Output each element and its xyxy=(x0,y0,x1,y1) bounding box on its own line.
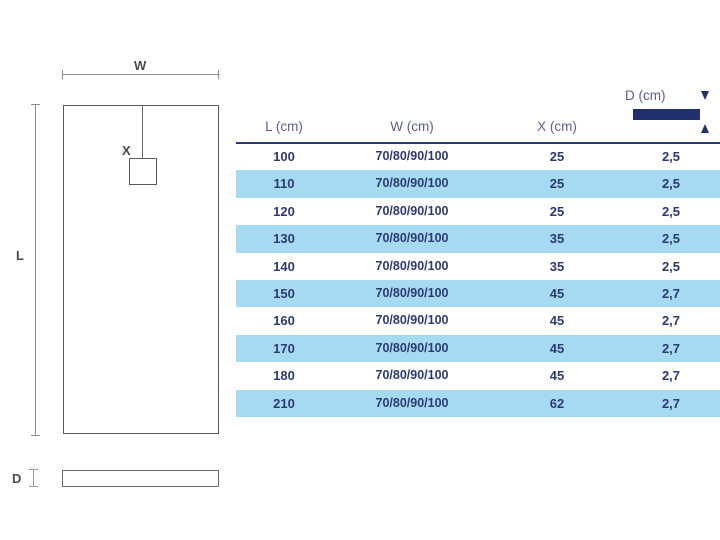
cell-width: 70/80/90/100 xyxy=(332,225,492,253)
cell-length: 150 xyxy=(236,280,332,308)
cell-width: 70/80/90/100 xyxy=(375,313,449,328)
cell-length: 170 xyxy=(236,334,332,363)
cell-drain-offset: 62 xyxy=(492,389,622,418)
column-header-drain-offset: X (cm) xyxy=(537,119,577,134)
depth-dimension-tick-bottom xyxy=(29,486,38,487)
cell-drain-offset: 25 xyxy=(549,149,565,164)
drain-leader-line xyxy=(142,106,144,172)
table-row: 100 70/80/90/100 25 2,5 xyxy=(236,143,720,170)
depth-dimension-tick-top xyxy=(29,469,38,470)
table-header-row: L (cm) W (cm) X (cm) xyxy=(236,108,720,143)
depth-thickness-bar xyxy=(633,109,700,120)
cell-width: 70/80/90/100 xyxy=(375,203,449,218)
cell-length: 210 xyxy=(236,389,332,418)
shower-tray-side-profile xyxy=(62,470,219,487)
arrow-up-icon xyxy=(701,124,709,133)
cell-drain-offset: 45 xyxy=(492,334,622,363)
column-header-length: L (cm) xyxy=(265,119,303,134)
length-dimension-line xyxy=(35,104,36,436)
cell-length: 120 xyxy=(273,203,295,219)
arrow-down-icon xyxy=(701,91,709,100)
cell-depth: 2,7 xyxy=(622,280,720,308)
cell-drain-offset: 35 xyxy=(492,225,622,253)
width-dimension-tick-left xyxy=(62,70,63,79)
width-dimension-tick-right xyxy=(218,70,219,79)
cell-depth: 2,5 xyxy=(622,225,720,253)
cell-depth: 2,7 xyxy=(622,389,720,418)
table-row: 180 70/80/90/100 45 2,7 xyxy=(236,362,720,389)
cell-drain-offset: 45 xyxy=(549,313,565,329)
cell-drain-offset: 45 xyxy=(492,280,622,308)
depth-dimension-label: D xyxy=(12,471,22,486)
cell-depth: 2,5 xyxy=(661,203,681,219)
cell-drain-offset: 35 xyxy=(549,258,565,274)
cell-width: 70/80/90/100 xyxy=(332,334,492,363)
cell-depth: 2,5 xyxy=(661,149,681,164)
table-header-rule xyxy=(236,142,720,144)
cell-length: 100 xyxy=(273,149,295,164)
cell-depth: 2,5 xyxy=(661,258,681,274)
cell-width: 70/80/90/100 xyxy=(375,149,449,163)
cell-depth: 2,7 xyxy=(622,334,720,363)
length-dimension-tick-top xyxy=(31,104,40,105)
cell-length: 160 xyxy=(273,313,295,329)
cell-length: 180 xyxy=(273,368,295,384)
depth-dimension-line xyxy=(33,469,34,487)
cell-width: 70/80/90/100 xyxy=(375,368,449,383)
cell-depth: 2,7 xyxy=(661,313,681,329)
drain-outlet-square xyxy=(129,158,157,185)
cell-drain-offset: 45 xyxy=(549,368,565,384)
cell-length: 140 xyxy=(273,258,295,274)
cell-width: 70/80/90/100 xyxy=(375,258,449,273)
depth-column-header-label: D (cm) xyxy=(625,88,666,103)
column-header-depth-spacer xyxy=(622,108,720,143)
length-dimension-tick-bottom xyxy=(31,435,40,436)
table-row: 160 70/80/90/100 45 2,7 xyxy=(236,307,720,334)
depth-header-graphic: D (cm) xyxy=(625,88,720,142)
cell-drain-offset: 25 xyxy=(549,203,565,219)
cell-length: 130 xyxy=(236,225,332,253)
drain-offset-label: X xyxy=(122,143,132,158)
cell-drain-offset: 25 xyxy=(492,170,622,198)
cell-width: 70/80/90/100 xyxy=(332,280,492,308)
width-dimension-line xyxy=(62,74,219,75)
table-row: 120 70/80/90/100 25 2,5 xyxy=(236,198,720,225)
cell-depth: 2,7 xyxy=(661,368,681,384)
length-dimension-label: L xyxy=(16,248,25,263)
cell-length: 110 xyxy=(236,170,332,198)
table-header: L (cm) W (cm) X (cm) xyxy=(236,108,720,143)
shower-tray-top-view xyxy=(63,105,219,434)
cell-width: 70/80/90/100 xyxy=(332,170,492,198)
column-header-width: W (cm) xyxy=(390,119,434,134)
cell-width: 70/80/90/100 xyxy=(332,389,492,418)
cell-depth: 2,5 xyxy=(622,170,720,198)
table-row: 140 70/80/90/100 35 2,5 xyxy=(236,253,720,280)
width-dimension-label: W xyxy=(134,58,147,73)
